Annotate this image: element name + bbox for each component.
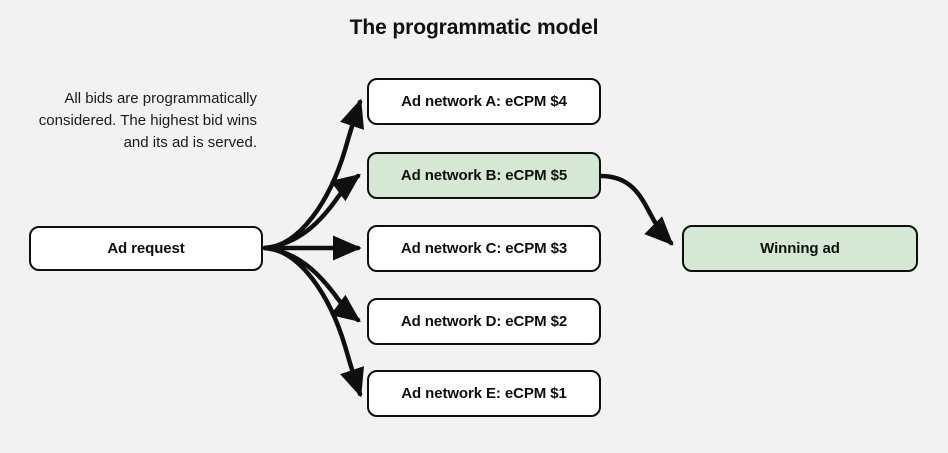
node-ad-network-c[interactable]: Ad network C: eCPM $3: [367, 225, 601, 272]
description-text: All bids are programmatically considered…: [38, 90, 257, 151]
node-ad-network-e-label: Ad network E: eCPM $1: [401, 385, 567, 402]
node-winning-ad[interactable]: Winning ad: [682, 225, 918, 272]
edge-request-to-network-b: [262, 173, 361, 251]
node-ad-network-b-label: Ad network B: eCPM $5: [400, 167, 568, 184]
edge-request-to-network-d: [262, 245, 361, 323]
node-ad-network-b[interactable]: Ad network B: eCPM $5: [367, 152, 601, 199]
edge-request-to-network-e: [262, 245, 364, 398]
node-ad-network-c-label: Ad network C: eCPM $3: [400, 240, 568, 257]
node-ad-network-d[interactable]: Ad network D: eCPM $2: [367, 298, 601, 345]
page-title: The programmatic model: [349, 16, 599, 39]
edge-request-to-network-a: [262, 98, 364, 251]
node-ad-network-a[interactable]: Ad network A: eCPM $4: [367, 78, 601, 125]
node-ad-request-label: Ad request: [107, 240, 185, 257]
node-ad-network-e[interactable]: Ad network E: eCPM $1: [367, 370, 601, 417]
node-ad-network-d-label: Ad network D: eCPM $2: [400, 313, 568, 330]
node-ad-network-a-label: Ad network A: eCPM $4: [401, 93, 567, 110]
node-winning-ad-label: Winning ad: [760, 240, 840, 257]
node-ad-request[interactable]: Ad request: [29, 226, 263, 271]
edge-network-b-to-winning-ad: [598, 173, 674, 246]
